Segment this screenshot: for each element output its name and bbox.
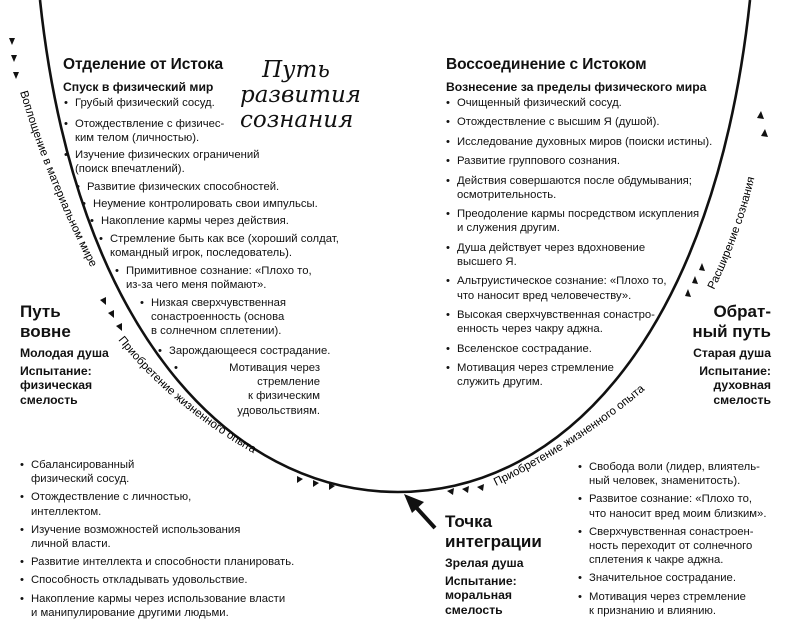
integration-soul: Зрелая душа	[445, 556, 524, 570]
left-list-item: Стремление быть как все (хороший солдат,…	[99, 232, 399, 260]
right-list-item: Вселенское сострадание.	[446, 342, 736, 356]
outward-path-title: Путь вовне	[20, 302, 109, 342]
arrow-icon	[329, 483, 335, 490]
left-list-item-wrapper: Отождествление с физичес-ким телом (личн…	[64, 117, 364, 145]
return-path-block: Обрат- ный путь Старая душа Испытание: д…	[675, 302, 771, 407]
integration-point-block: Точка интеграции Зрелая душа Испытание: …	[445, 512, 542, 617]
left-list-item: Неумение контролировать свои импульсы.	[82, 197, 382, 211]
bottom-left-list-item: Изучение возможностей использованиялично…	[20, 523, 320, 551]
left-list-item-wrapper: Стремление быть как все (хороший солдат,…	[99, 232, 399, 260]
outward-path-title-line-1: Путь	[20, 302, 61, 321]
return-path-test-line-3: смелость	[713, 392, 771, 407]
left-list-item: Развитие физических способностей.	[76, 180, 376, 194]
bottom-right-list-item: Сверхчувственная сонастроен-ность перехо…	[578, 525, 778, 568]
arrow-icon	[447, 488, 454, 495]
return-path-title-line-1: Обрат-	[713, 302, 771, 321]
left-list-item-wrapper: Зарождающееся сострадание.	[158, 344, 458, 358]
integration-pointer-arrow-icon	[404, 494, 437, 530]
right-block-list: Очищенный физический сосуд. Отождествлени…	[446, 96, 736, 395]
bottom-right-list-item: Свобода воли (лидер, влиятель-ный челове…	[578, 460, 778, 488]
right-list-item: Преодоление кармы посредством искупления…	[446, 207, 736, 235]
left-list-item-wrapper: Грубый физический сосуд.	[64, 96, 364, 110]
return-path-title: Обрат- ный путь	[675, 302, 771, 342]
arrow-icon	[11, 55, 17, 62]
outward-path-block: Путь вовне Молодая душа Испытание: физич…	[20, 302, 109, 407]
arrow-icon	[100, 297, 106, 305]
right-list-item: Альтруистическое сознание: «Плохо то,что…	[446, 274, 736, 302]
arrow-icon	[116, 323, 122, 331]
integration-title: Точка интеграции	[445, 512, 542, 552]
left-list-item: Отождествление с физичес-ким телом (личн…	[64, 117, 364, 145]
left-list-item: Накопление кармы через действия.	[90, 214, 390, 228]
right-list-item: Действия совершаются после обдумывания;о…	[446, 174, 736, 202]
arrow-icon	[757, 111, 764, 119]
right-block-title: Воссоединение с Истоком	[446, 56, 647, 73]
right-list-item: Исследование духовных миров (поиски исти…	[446, 135, 736, 149]
right-list-item: Отождествление с высшим Я (душой).	[446, 115, 736, 129]
outward-path-title-line-2: вовне	[20, 322, 71, 341]
left-list-item: Грубый физический сосуд.	[64, 96, 364, 110]
outward-path-test-line-1: Испытание:	[20, 363, 92, 378]
left-list-item-wrapper: Развитие физических способностей.	[76, 180, 376, 194]
right-block-subtitle: Вознесение за пределы физического мира	[446, 80, 707, 94]
arrow-icon	[477, 484, 484, 491]
return-path-soul: Старая душа	[693, 346, 771, 360]
return-path-test-line-2: духовная	[713, 378, 771, 392]
bottom-right-list: Свобода воли (лидер, влиятель-ный челове…	[578, 460, 778, 622]
bottom-right-list-item: Значительное сострадание.	[578, 571, 778, 585]
left-block-title: Отделение от Истока	[63, 56, 224, 73]
outward-path-test-line-3: смелость	[20, 392, 78, 407]
arrow-icon	[108, 310, 114, 318]
right-list-item: Очищенный физический сосуд.	[446, 96, 736, 110]
outward-path-test-line-2: физическая	[20, 378, 93, 392]
return-path-title-line-2: ный путь	[692, 322, 771, 341]
integration-test-line-3: смелость	[445, 602, 503, 617]
outward-path-soul: Молодая душа	[20, 346, 109, 360]
return-path-test-line-1: Испытание:	[699, 363, 771, 378]
integration-title-line-1: Точка	[445, 512, 493, 531]
bottom-left-list-item: Отождествление с личностью,интеллектом.	[20, 490, 320, 518]
right-list-item: Душа действует через вдохновениевысшего …	[446, 241, 736, 269]
left-list-item: Изучение физических ограничений(поиск вп…	[64, 148, 364, 176]
arrow-icon	[13, 72, 19, 79]
integration-test-line-1: Испытание:	[445, 573, 517, 588]
arrow-icon	[462, 486, 469, 493]
left-block-subtitle: Спуск в физический мир	[63, 80, 214, 94]
left-list-item-wrapper: Примитивное сознание: «Плохо то,из-за че…	[115, 264, 415, 292]
return-path-test: Испытание: духовная смелость	[675, 364, 771, 408]
left-list-item-wrapper: Неумение контролировать свои импульсы.	[82, 197, 382, 211]
left-list-item: Примитивное сознание: «Плохо то,из-за че…	[115, 264, 415, 292]
left-list-item-wrapper: Изучение физических ограничений(поиск вп…	[64, 148, 364, 176]
arrow-icon	[761, 129, 768, 137]
title-line-1: Путь	[262, 57, 330, 83]
left-list-item: Зарождающееся сострадание.	[158, 344, 458, 358]
bottom-left-list-item: Развитие интеллекта и способности планир…	[20, 555, 320, 569]
outward-path-test: Испытание: физическая смелость	[20, 364, 109, 408]
integration-title-line-2: интеграции	[445, 532, 542, 551]
integration-test-line-2: моральная	[445, 588, 513, 602]
right-list-item: Развитие группового сознания.	[446, 154, 736, 168]
bottom-left-list-item: Способность откладывать удовольствие.	[20, 573, 320, 587]
bottom-right-list-item: Развитое сознание: «Плохо то,что наносит…	[578, 492, 778, 520]
left-list-item-wrapper: Накопление кармы через действия.	[90, 214, 390, 228]
right-list-item: Высокая сверхчувственная сонастро-енност…	[446, 308, 736, 336]
arrow-icon	[9, 38, 15, 45]
integration-test: Испытание: моральная смелость	[445, 574, 542, 618]
